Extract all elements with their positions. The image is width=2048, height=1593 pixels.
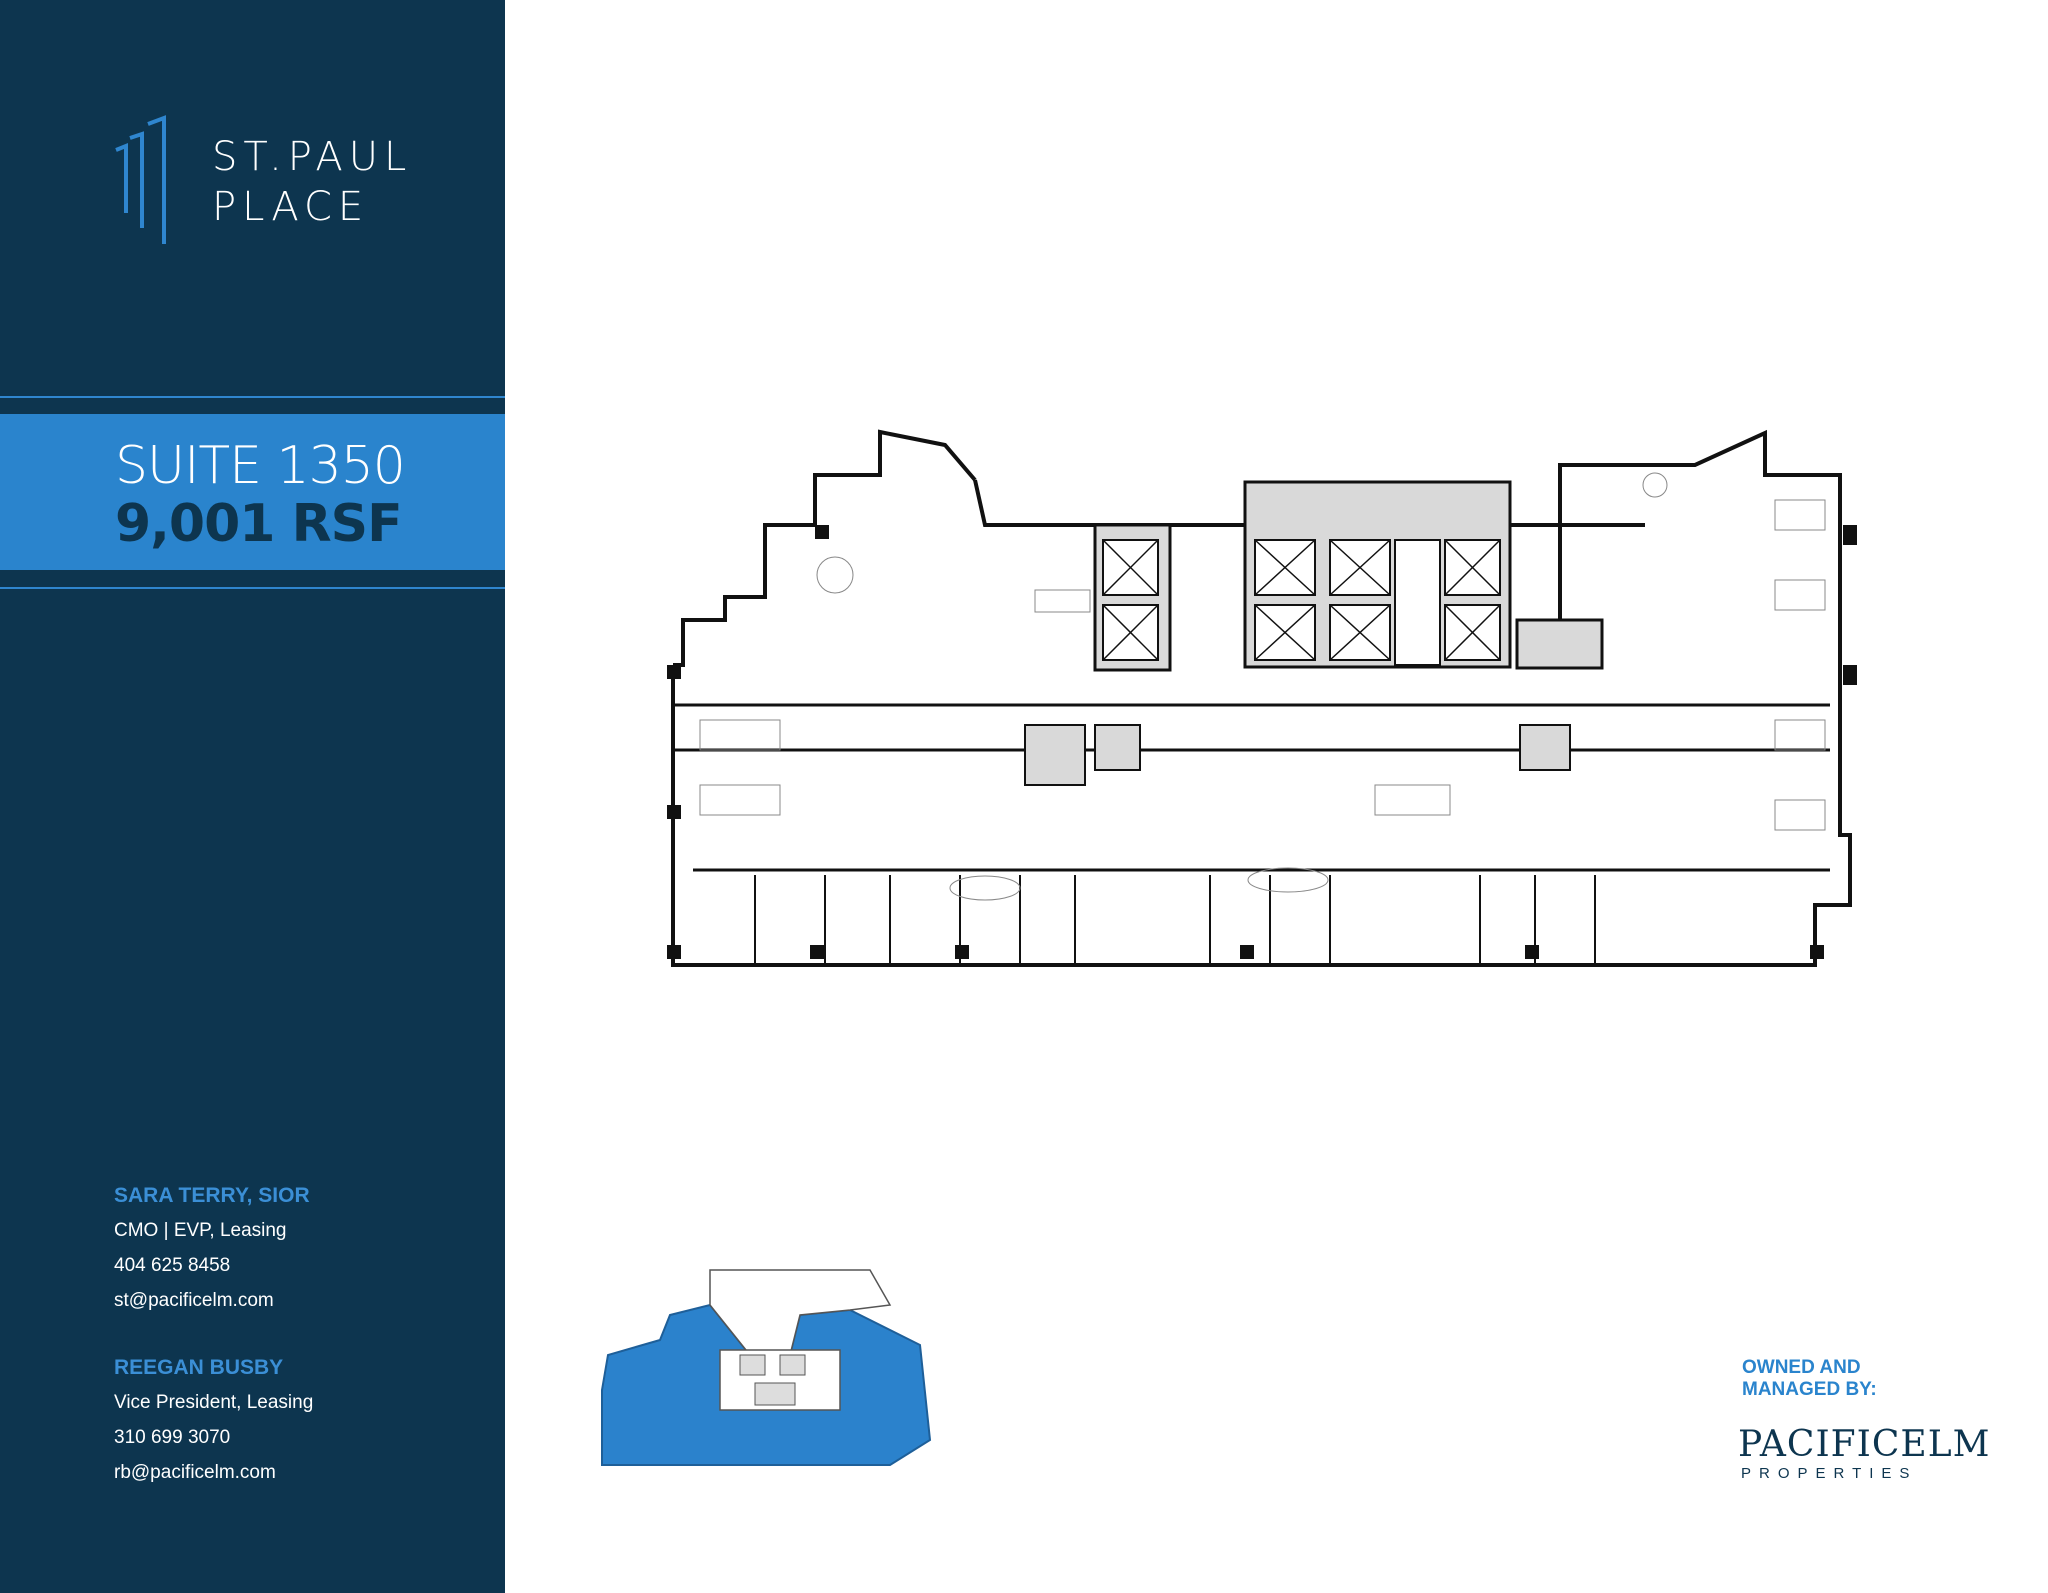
contact-name: SARA TERRY, SIOR: [114, 1184, 310, 1207]
owned-label-line-2: MANAGED BY:: [1742, 1379, 1877, 1400]
contact-title: Vice President, Leasing: [114, 1392, 314, 1413]
contact-title: CMO | EVP, Leasing: [114, 1220, 287, 1241]
building-logo-icon: [115, 115, 166, 244]
brand-line-2: PLACE: [212, 184, 370, 230]
contact-phone[interactable]: 404 625 8458: [114, 1255, 231, 1276]
brand-wordmark: ST.PAUL PLACE: [212, 132, 412, 232]
sidebar: ST.PAUL PLACE SUITE 1350 9,001 RSF SARA …: [0, 0, 505, 1593]
owner-logo-sub: PROPERTIES: [1741, 1465, 1918, 1482]
divider-top: [0, 396, 505, 398]
contact-card-1: SARA TERRY, SIOR CMO | EVP, Leasing 404 …: [114, 1178, 310, 1318]
divider-bottom: [0, 587, 505, 589]
contact-email[interactable]: rb@pacificelm.com: [114, 1462, 276, 1483]
brand-line-1: ST.PAUL: [212, 134, 413, 180]
suite-size: 9,001 RSF: [115, 494, 403, 554]
contact-card-2: REEGAN BUSBY Vice President, Leasing 310…: [114, 1350, 313, 1490]
contact-email[interactable]: st@pacificelm.com: [114, 1290, 274, 1311]
contact-phone[interactable]: 310 699 3070: [114, 1427, 231, 1448]
suite-banner: [0, 414, 505, 570]
key-plan: [601, 1269, 932, 1466]
suite-name: SUITE 1350: [115, 436, 406, 496]
owner-logo: PACIFICELM: [1738, 1424, 1991, 1465]
floor-plan: [667, 429, 1857, 967]
contact-name: REEGAN BUSBY: [114, 1356, 284, 1379]
owned-label-line-1: OWNED AND: [1742, 1357, 1861, 1378]
owned-managed-label: OWNED AND MANAGED BY:: [1742, 1357, 1877, 1401]
